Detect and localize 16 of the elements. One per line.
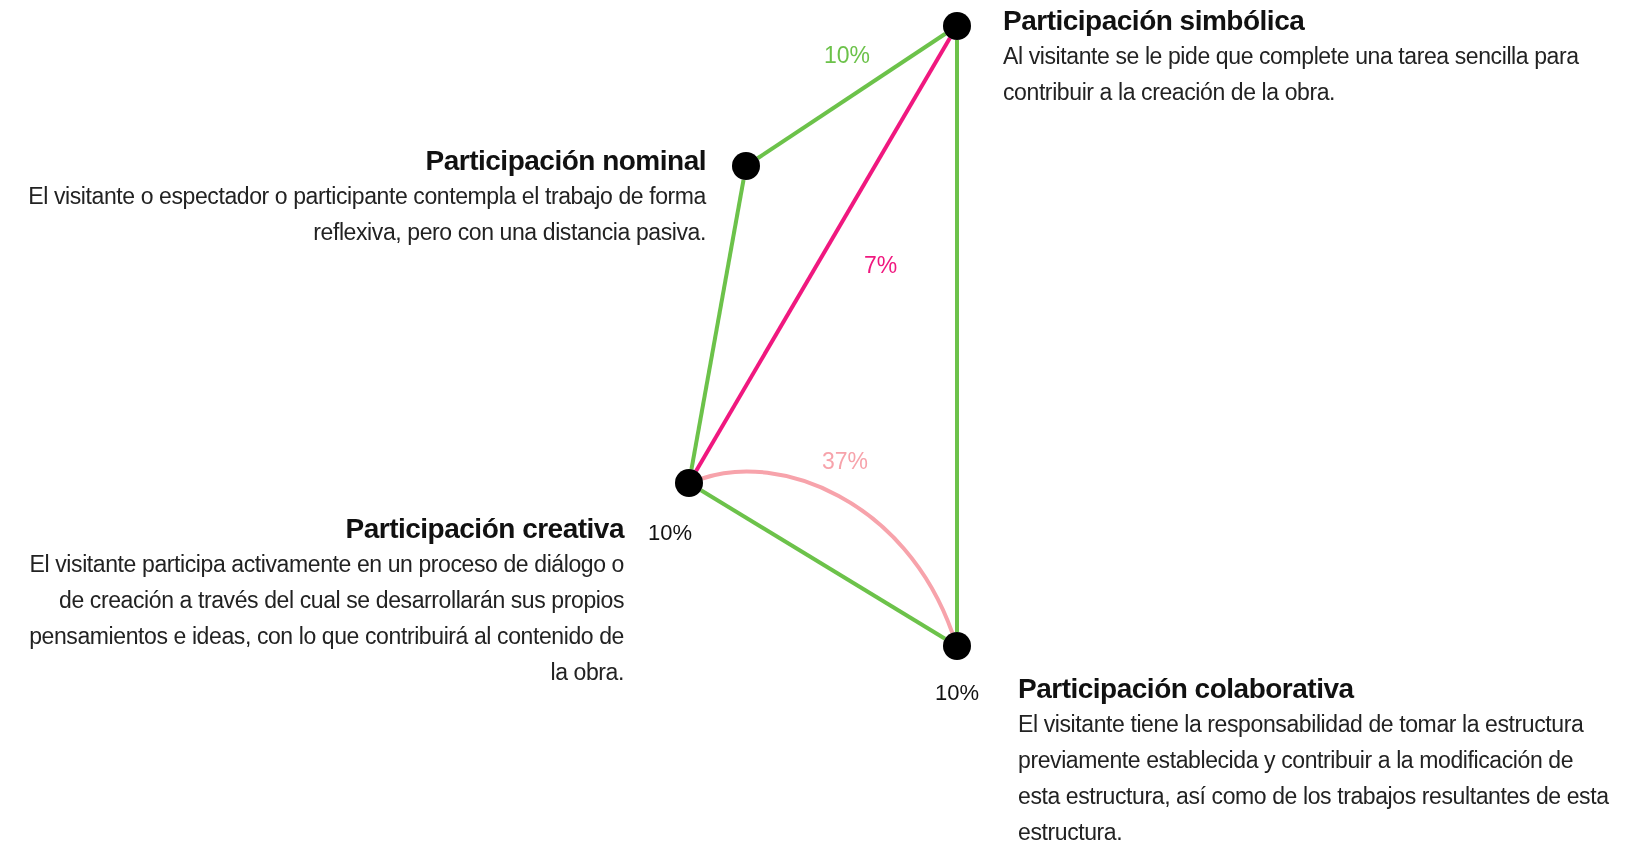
percentage-label: 10% (648, 520, 693, 546)
connector-line (955, 40, 959, 632)
connector-line (694, 37, 952, 472)
connector-line (689, 179, 746, 470)
node-heading: Participación simbólica (1003, 4, 1306, 38)
node-description: El visitante participa activamente en un proceso de diálogo o de creación a través del cual se desarrollarán sus propios pensamientos e ideas, con lo que contribuirá al contenido de la obra. (28, 550, 624, 687)
percentage-label: 10% (935, 680, 980, 706)
node-description: El visitante o espectador o participante contempla el trabajo de forma reflexiva, pero con una distancia pasiva. (27, 182, 706, 247)
connector-line (756, 32, 947, 160)
node-heading: Participación colaborativa (1018, 672, 1356, 706)
node-description: Al visitante se le pide que complete una tarea sencilla para contribuir a la creación de la obra. (1003, 42, 1580, 107)
node-heading: Participación creativa (344, 512, 624, 546)
connector-line (701, 469, 955, 634)
node-description: El visitante tiene la responsabilidad de tomar la estructura previamente establecida y contribuir a la modificación de esta estructura, así como de los trabajos resultantes de esta estructura. (1018, 710, 1610, 847)
node-heading: Participación nominal (424, 144, 706, 178)
connector-line (699, 488, 947, 641)
